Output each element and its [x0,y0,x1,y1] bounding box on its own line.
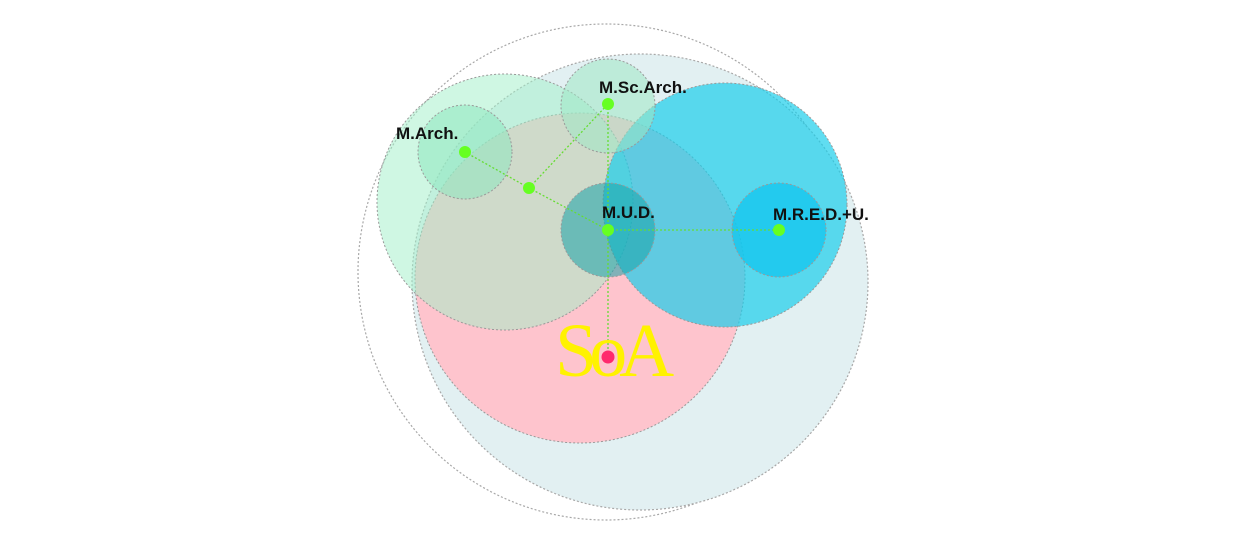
msc-arch-dot [602,98,614,110]
connector-hub-msc [528,103,609,189]
connector-hub-march [464,151,530,189]
root-dot [601,350,615,364]
march-dot [459,146,471,158]
label-mred: M.R.E.D.+U. [773,205,869,224]
mred-dot [773,224,785,236]
connector-mud-hub [528,187,609,231]
soa-logo: SoA [555,309,674,393]
label-mud: M.U.D. [602,203,655,222]
label-march: M.Arch. [396,124,458,143]
connector-lines [464,103,779,357]
label-msc-arch: M.Sc.Arch. [599,78,687,97]
hub-dot [523,182,535,194]
mud-dot [602,224,614,236]
